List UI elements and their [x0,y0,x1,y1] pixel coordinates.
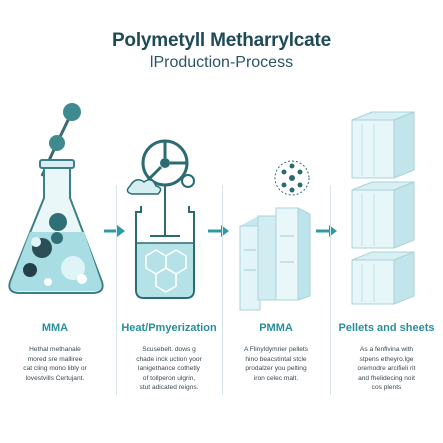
stage-label-mma: MMA [41,322,69,334]
stage-divider [222,185,223,395]
description-line: stut adicated reigns. [139,384,199,392]
stage-description-pellets-sheets: As a fenflvina with stpens etheyro.lge o… [330,345,443,393]
arrow-right-icon [208,225,229,237]
arrow-right-icon [104,225,125,237]
description-line: cos plents [371,384,402,392]
description-line: As a fenflvina with [359,346,414,353]
description-line: mored sre malliree [27,355,83,363]
description-line: iron celec malt. [253,374,299,382]
stage-divider [330,185,331,395]
description-line: Scusebelt. dows g [142,346,196,353]
pellet-stack-icon [351,111,415,305]
description-line: Hethal methanale [29,346,81,353]
stage-label-heat-polymerization: Heat/Pmyerization [121,322,217,334]
arrow-right-icon [316,225,337,237]
description-line: lovestvills Certujant. [25,374,85,382]
description-line: A Flinyldymrier pellets [243,346,309,353]
polymer-block-icon [239,160,311,311]
reactor-icon [126,139,195,299]
stage-description-heat-polymerization: Scusebelt. dows g chade inck uction yoor… [116,345,222,393]
description-line: and fhelidecing noit [358,374,415,382]
description-line: stpens etheyro.lge [359,355,414,363]
page-title: Polymetyll Metharrylcate [111,30,332,51]
stage-description-mma: Hethal methanale mored sre malliree cat … [5,345,105,383]
stage-label-pellets-sheets: Pellets and sheets [338,322,435,334]
description-line: hino beacstintal stcle [245,355,307,363]
stage-divider [116,185,117,395]
description-line: chade inck uction yoor [136,355,202,363]
description-line: cat cling mono libly or [23,365,87,373]
stage-description-pmma: A Flinyldymrier pellets hino beacstintal… [222,345,330,383]
description-line: lanigethance cothetly [138,365,200,373]
description-line: oremodre arcifieli rit [357,365,416,373]
description-line: prodalzer you pelting [245,365,307,373]
flask-icon [8,103,104,294]
page-subtitle: lProduction-Process [149,54,294,71]
description-line: of tollperon ulgrin, [142,374,196,382]
stage-label-pmma: PMMA [259,322,293,334]
